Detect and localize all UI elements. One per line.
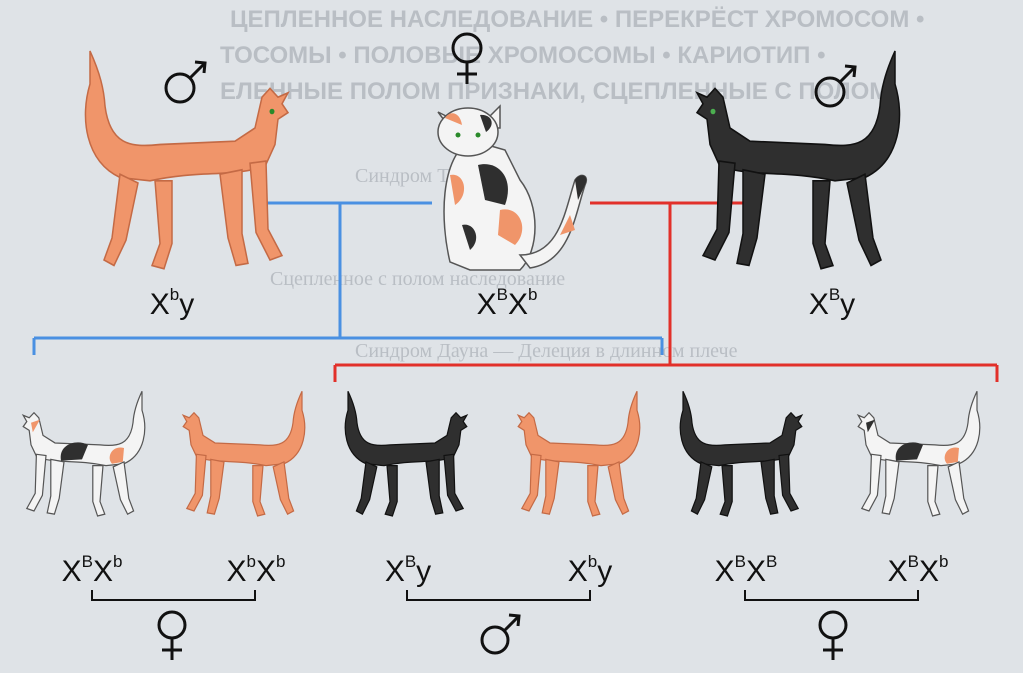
offspring-cat-calico-female-2 [857, 390, 981, 517]
offspring-genotype: Xby [567, 552, 613, 588]
parent-genotype-orange-male: Xby [149, 285, 195, 321]
offspring-genotype: XBXB [714, 552, 778, 588]
offspring-cat-calico-female-1 [22, 390, 146, 517]
background-caption: Сцепленное с полом наследование [270, 268, 566, 290]
offspring-genotype: XBy [384, 552, 432, 588]
background-heading-3: ЕЛЕННЫЕ ПОЛОМ ПРИЗНАКИ, СЦЕПЛЕННЫЕ С ПОЛ… [220, 78, 890, 105]
female-symbol [818, 610, 848, 660]
parent-genotype-black-male: XBy [808, 285, 856, 321]
cross-lines-blue [32, 201, 664, 355]
female-symbol [157, 610, 187, 660]
male-symbol [164, 60, 207, 104]
background-table-cell-2: Синдром Дауна — Делеция в длинном плече [355, 340, 738, 362]
offspring-genotype: XBXb [887, 552, 949, 588]
background-heading-2: ТОСОМЫ • ПОЛОВЫЕ ХРОМОСОМЫ • КАРИОТИП • [220, 42, 826, 69]
offspring-cat-black-female [679, 390, 803, 517]
offspring-cat-orange-male [517, 390, 641, 517]
parent-cat-black-male [696, 50, 901, 270]
female-symbol [451, 32, 483, 84]
parent-genotype-calico-female: XBXb [476, 285, 538, 321]
parent-cat-orange-male [84, 50, 289, 270]
offspring-genotype: XbXb [226, 552, 286, 588]
offspring-cat-orange-female [182, 390, 306, 517]
offspring-cat-black-male [344, 390, 468, 517]
cross-lines-red [333, 201, 999, 382]
background-heading-1: ЦЕПЛЕННОЕ НАСЛЕДОВАНИЕ • ПЕРЕКРЁСТ ХРОМО… [230, 6, 925, 33]
male-symbol [814, 64, 857, 108]
offspring-genotype: XBXb [61, 552, 123, 588]
male-symbol [480, 613, 521, 655]
offspring-brackets [91, 590, 919, 601]
parent-cat-calico-female [437, 104, 587, 271]
